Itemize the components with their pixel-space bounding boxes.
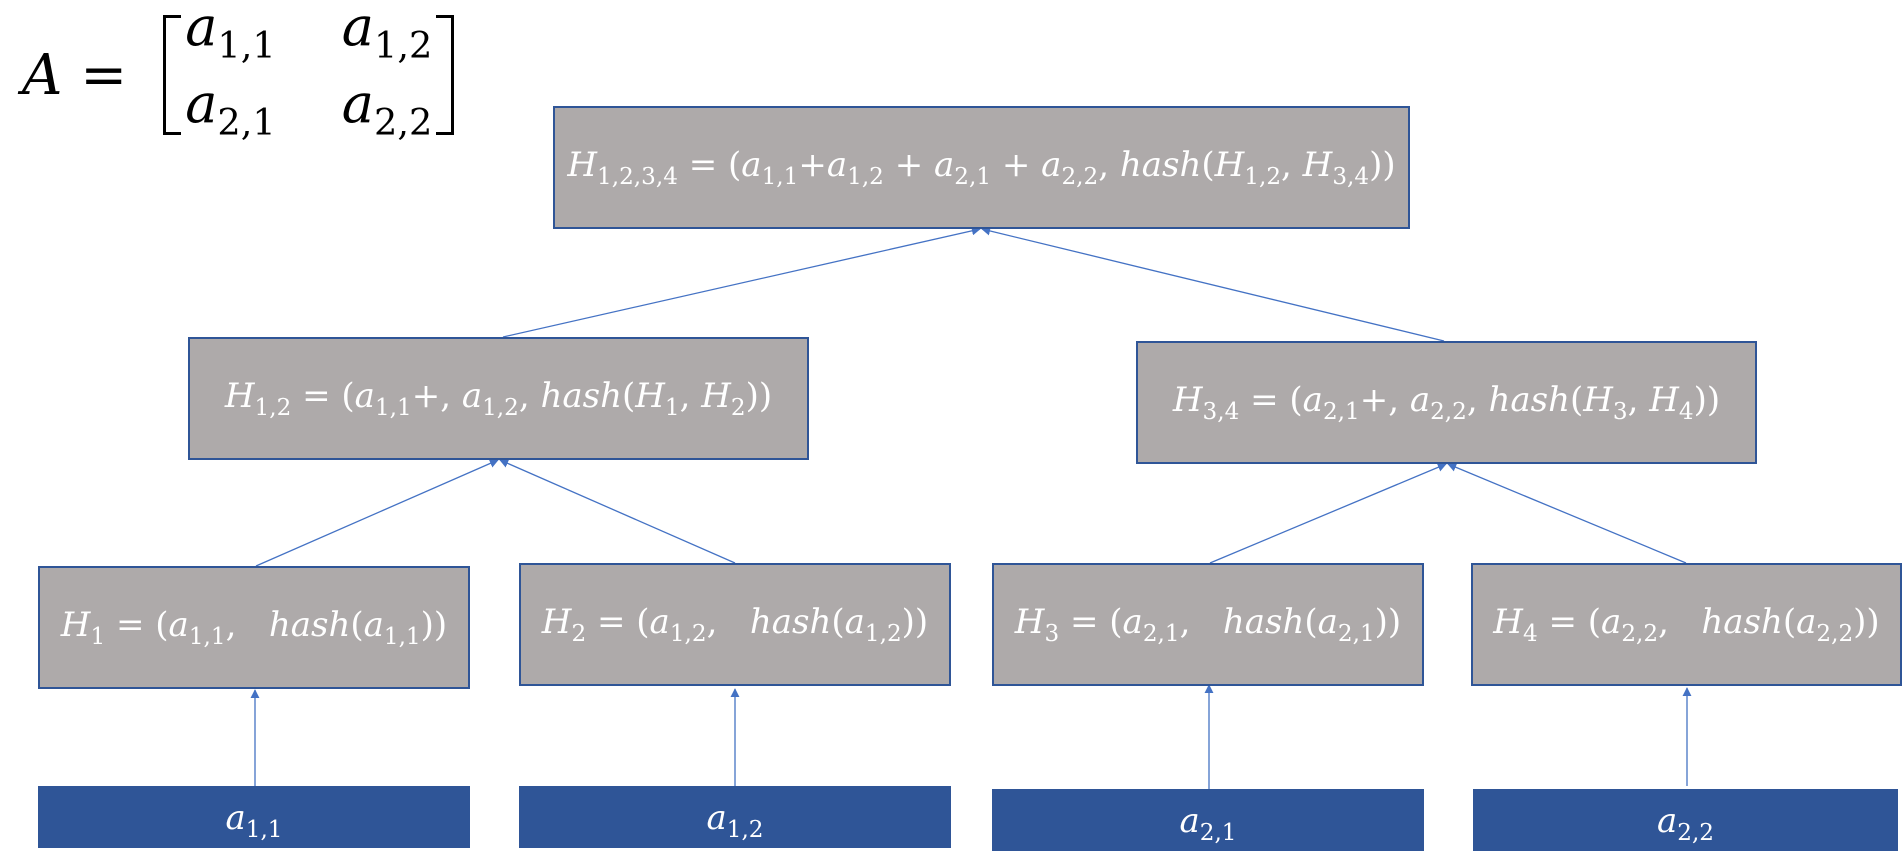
root-node: H1,2,3,4 = (a1,1+a1,2 + a2,1 + a2,2, has… <box>553 106 1410 229</box>
matrix-cell: a2,2 <box>341 72 433 144</box>
mid-node-right-label: H3,4 = (a2,1+, a2,2, hash(H3, H4)) <box>1172 379 1721 426</box>
hash-node-2: H2 = (a1,2, hash(a1,2)) <box>519 563 951 686</box>
edge-h4-mid2 <box>1447 462 1687 564</box>
hash-node-1-label: H1 = (a1,1, hash(a1,1)) <box>60 604 448 651</box>
matrix-lhs: A = <box>22 42 128 108</box>
right-bracket <box>436 15 455 135</box>
hash-node-4: H4 = (a2,2, hash(a2,2)) <box>1471 563 1902 686</box>
leaf-a21: a2,1 <box>992 789 1424 851</box>
edge-h3-mid2 <box>1209 462 1447 564</box>
left-bracket <box>163 15 182 135</box>
hash-node-1: H1 = (a1,1, hash(a1,1)) <box>38 566 470 689</box>
matrix-cell: a2,1 <box>185 72 276 144</box>
leaf-label: a2,2 <box>1656 801 1715 847</box>
edge-mid1-root <box>502 226 981 338</box>
mid-node-left-label: H1,2 = (a1,1+, a1,2, hash(H1, H2)) <box>224 375 773 422</box>
leaf-label: a1,1 <box>225 798 283 844</box>
hash-node-2-label: H2 = (a1,2, hash(a1,2)) <box>541 601 929 648</box>
matrix-cell: a1,2 <box>341 0 433 67</box>
edge-mid2-root <box>981 226 1445 342</box>
matrix-cells: a1,1 a1,2 a2,1 a2,2 <box>181 0 436 152</box>
leaf-label: a1,2 <box>706 798 764 844</box>
hash-node-3: H3 = (a2,1, hash(a2,1)) <box>992 563 1424 686</box>
leaf-a22: a2,2 <box>1473 789 1898 851</box>
edge-h1-mid1 <box>255 459 499 567</box>
mid-node-left: H1,2 = (a1,1+, a1,2, hash(H1, H2)) <box>188 337 809 460</box>
leaf-a11: a1,1 <box>38 786 470 848</box>
mid-node-right: H3,4 = (a2,1+, a2,2, hash(H3, H4)) <box>1136 341 1757 464</box>
root-node-label: H1,2,3,4 = (a1,1+a1,2 + a2,1 + a2,2, has… <box>567 144 1396 191</box>
matrix-definition: A = a1,1 a1,2 a2,1 a2,2 <box>22 0 455 144</box>
hash-node-3-label: H3 = (a2,1, hash(a2,1)) <box>1014 601 1402 648</box>
leaf-label: a2,1 <box>1179 801 1237 847</box>
leaf-a12: a1,2 <box>519 786 951 848</box>
hash-node-4-label: H4 = (a2,2, hash(a2,2)) <box>1493 601 1880 648</box>
matrix-cell: a1,1 <box>185 0 276 67</box>
edge-h2-mid1 <box>499 459 736 564</box>
